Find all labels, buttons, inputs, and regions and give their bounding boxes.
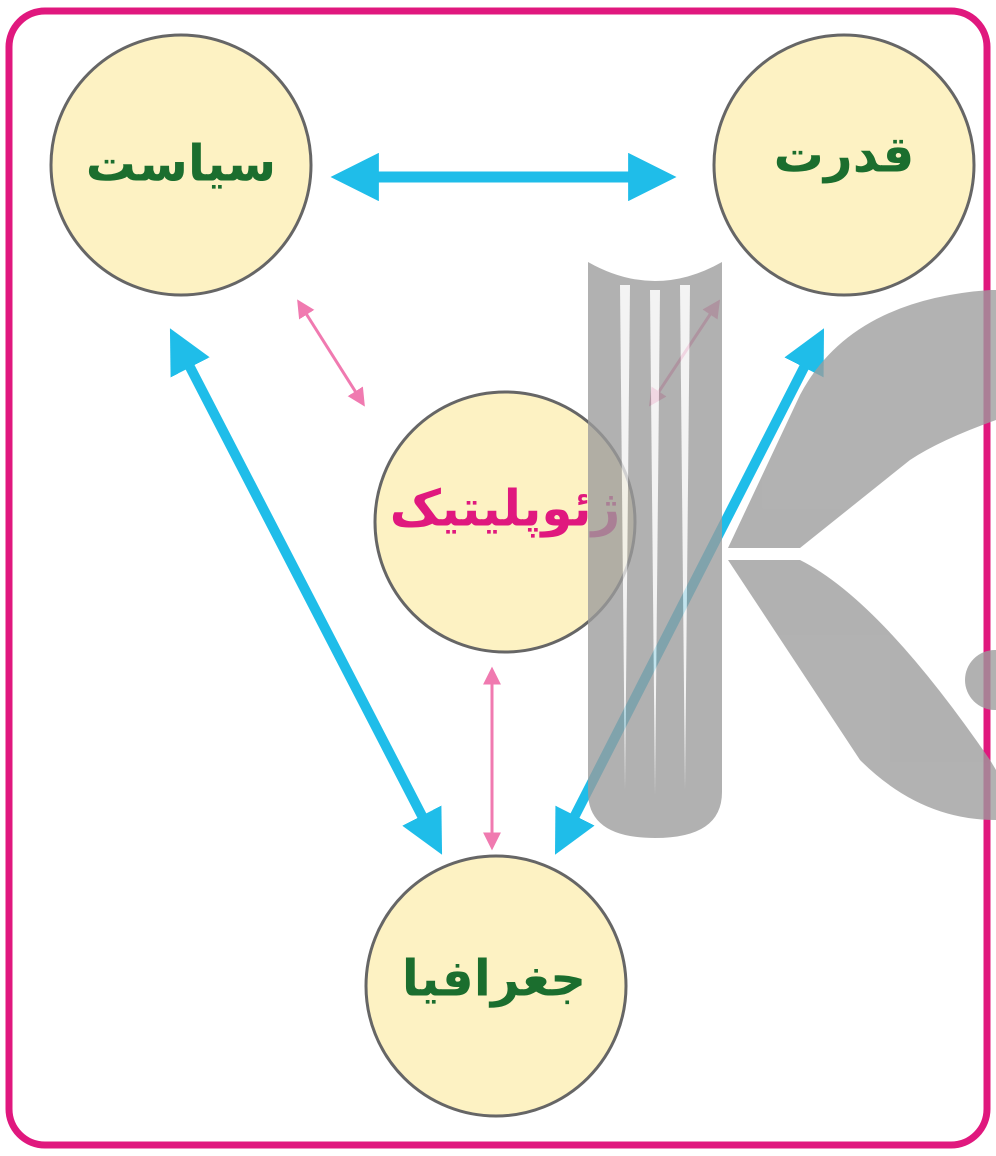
- power-node: [712, 33, 976, 297]
- power-label: قدرت: [774, 126, 915, 184]
- politics-geography-arrow: [169, 328, 443, 855]
- politics-node: [49, 33, 313, 297]
- watermark-logo: [588, 262, 996, 838]
- watermark-k-icon: [728, 290, 996, 548]
- politics-label: سیاست: [86, 135, 276, 193]
- geography-node: [364, 854, 628, 1118]
- geopolitics-politics-arrow: [297, 299, 365, 407]
- geopolitics-label: ژئوپلیتیک: [390, 480, 621, 539]
- geography-label: جغرافیا: [402, 950, 586, 1009]
